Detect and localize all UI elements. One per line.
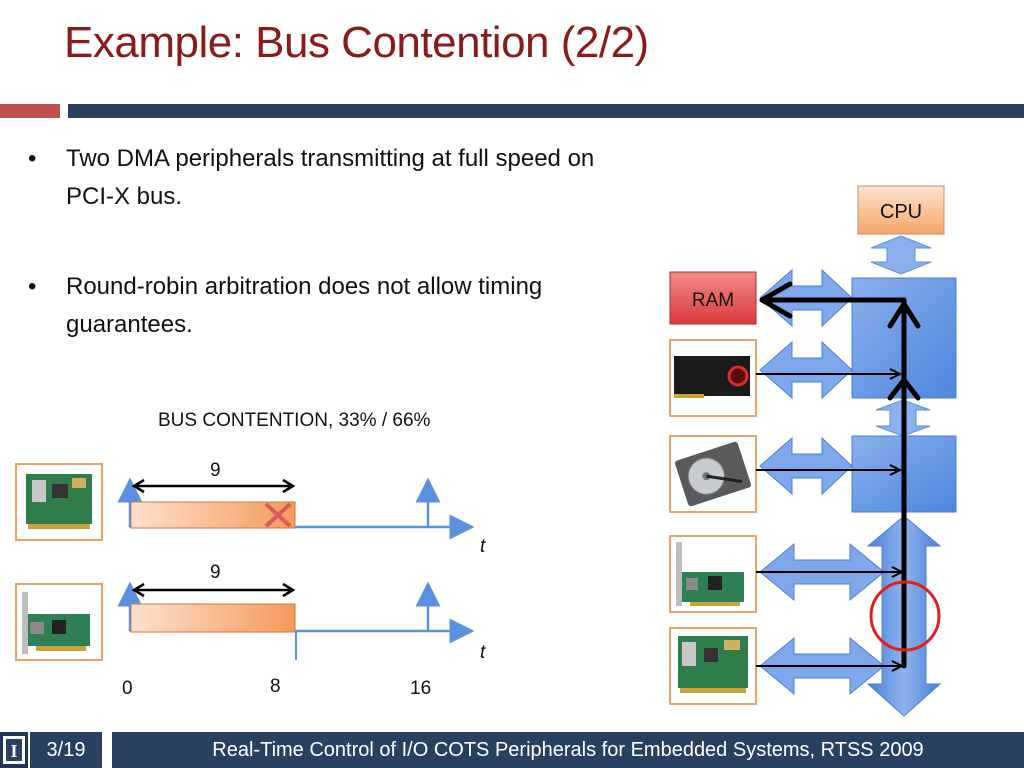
hard-disk-device <box>669 435 757 513</box>
bullet-text: Round-robin arbitration does not allow t… <box>66 273 543 338</box>
time-axis-label: t <box>480 642 486 663</box>
blocked-x-icon <box>264 502 292 528</box>
ram-label: RAM <box>692 290 734 311</box>
bullet-item: • Round-robin arbitration does not allow… <box>28 268 628 344</box>
duration-label: 9 <box>210 562 221 583</box>
ram-box: RAM <box>669 271 757 325</box>
disk-link-arrow <box>759 436 853 496</box>
time-axis-label: t <box>480 536 486 557</box>
dma-path-arrow <box>759 281 921 669</box>
io-card-device <box>669 627 757 705</box>
title-divider-bar <box>68 104 1024 118</box>
cpu-label: CPU <box>880 201 922 223</box>
slide-title: Example: Bus Contention (2/2) <box>64 18 649 67</box>
timing-device-2-thumb <box>15 583 103 661</box>
bullet-text: Two DMA peripherals transmitting at full… <box>66 145 595 210</box>
gpu-device <box>669 339 757 417</box>
timing-chart-caption: BUS CONTENTION, 33% / 66% <box>158 410 431 431</box>
duration-label: 9 <box>210 460 221 481</box>
timing-row-2: 9 t <box>117 562 486 663</box>
contention-circle <box>869 580 941 652</box>
transfer-bar <box>130 603 296 633</box>
timing-row-1: 9 t <box>117 460 486 557</box>
bullet-item: • Two DMA peripherals transmitting at fu… <box>28 140 628 216</box>
data-flow-arrows <box>756 368 905 672</box>
tick-label: 0 <box>122 678 133 699</box>
cpu-box: CPU <box>857 185 945 235</box>
tick-label: 8 <box>270 676 281 697</box>
tick-label: 16 <box>410 678 431 699</box>
network-card-device <box>669 535 757 613</box>
gpu-link-arrow <box>759 340 853 400</box>
cpu-link-arrow <box>870 235 932 275</box>
university-logo: I <box>0 732 28 768</box>
bullet-dot: • <box>28 273 37 300</box>
title-accent-bar <box>0 104 60 118</box>
page-number: 3/19 <box>30 732 102 768</box>
footer-caption: Real-Time Control of I/O COTS Peripheral… <box>112 732 1024 768</box>
bullet-dot: • <box>28 145 37 172</box>
timing-device-1-thumb <box>15 463 103 541</box>
logo-letter: I <box>10 741 17 761</box>
bullet-list: • Two DMA peripherals transmitting at fu… <box>28 140 628 396</box>
